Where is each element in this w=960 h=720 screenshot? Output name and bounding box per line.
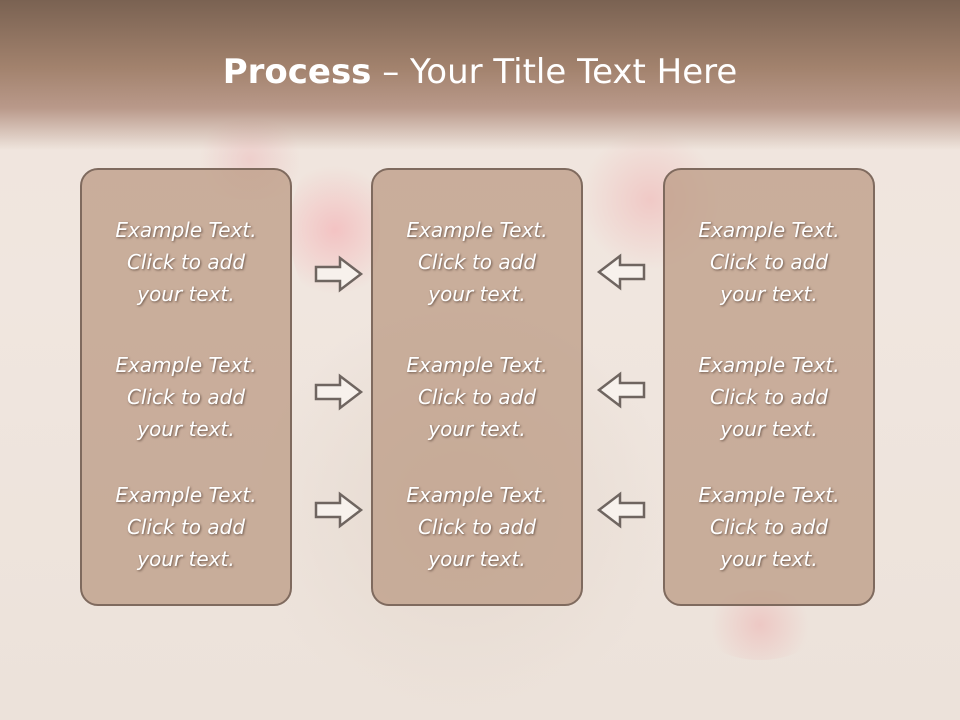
- right-arrow-icon[interactable]: [313, 490, 365, 530]
- text-line: Click to add: [126, 250, 246, 274]
- text-block[interactable]: Example Text. Click to add your text.: [373, 349, 581, 445]
- text-line: your text.: [428, 547, 526, 571]
- title-rest: – Your Title Text Here: [371, 52, 738, 92]
- text-line: Click to add: [417, 250, 537, 274]
- text-line: your text.: [137, 417, 235, 441]
- text-line: Example Text.: [698, 353, 840, 377]
- text-block[interactable]: Example Text. Click to add your text.: [82, 214, 290, 310]
- text-block[interactable]: Example Text. Click to add your text.: [82, 349, 290, 445]
- text-line: Click to add: [126, 385, 246, 409]
- text-block[interactable]: Example Text. Click to add your text.: [665, 214, 873, 310]
- panel-right[interactable]: Example Text. Click to add your text. Ex…: [663, 168, 875, 606]
- text-line: Example Text.: [698, 483, 840, 507]
- text-block[interactable]: Example Text. Click to add your text.: [665, 349, 873, 445]
- text-line: your text.: [137, 282, 235, 306]
- text-line: Click to add: [709, 250, 829, 274]
- right-arrow-icon[interactable]: [313, 254, 365, 294]
- text-line: Click to add: [126, 515, 246, 539]
- text-line: Example Text.: [698, 218, 840, 242]
- text-line: Example Text.: [115, 218, 257, 242]
- left-arrow-icon[interactable]: [595, 490, 647, 530]
- text-line: Click to add: [417, 515, 537, 539]
- text-line: Click to add: [709, 385, 829, 409]
- left-arrow-icon[interactable]: [595, 370, 647, 410]
- text-line: Example Text.: [406, 353, 548, 377]
- text-line: Example Text.: [406, 218, 548, 242]
- text-line: your text.: [720, 417, 818, 441]
- text-line: Click to add: [417, 385, 537, 409]
- right-arrow-icon[interactable]: [313, 372, 365, 412]
- panel-left[interactable]: Example Text. Click to add your text. Ex…: [80, 168, 292, 606]
- text-line: your text.: [720, 547, 818, 571]
- text-block[interactable]: Example Text. Click to add your text.: [373, 214, 581, 310]
- text-line: Click to add: [709, 515, 829, 539]
- text-block[interactable]: Example Text. Click to add your text.: [82, 479, 290, 575]
- panel-middle[interactable]: Example Text. Click to add your text. Ex…: [371, 168, 583, 606]
- text-block[interactable]: Example Text. Click to add your text.: [665, 479, 873, 575]
- text-line: your text.: [428, 417, 526, 441]
- left-arrow-icon[interactable]: [595, 252, 647, 292]
- text-block[interactable]: Example Text. Click to add your text.: [373, 479, 581, 575]
- text-line: your text.: [137, 547, 235, 571]
- text-line: your text.: [428, 282, 526, 306]
- text-line: Example Text.: [115, 353, 257, 377]
- rose-blur: [290, 150, 380, 310]
- title-bar: [0, 0, 960, 150]
- slide-title[interactable]: Process – Your Title Text Here: [0, 52, 960, 92]
- title-bold: Process: [222, 52, 372, 92]
- text-line: your text.: [720, 282, 818, 306]
- text-line: Example Text.: [406, 483, 548, 507]
- text-line: Example Text.: [115, 483, 257, 507]
